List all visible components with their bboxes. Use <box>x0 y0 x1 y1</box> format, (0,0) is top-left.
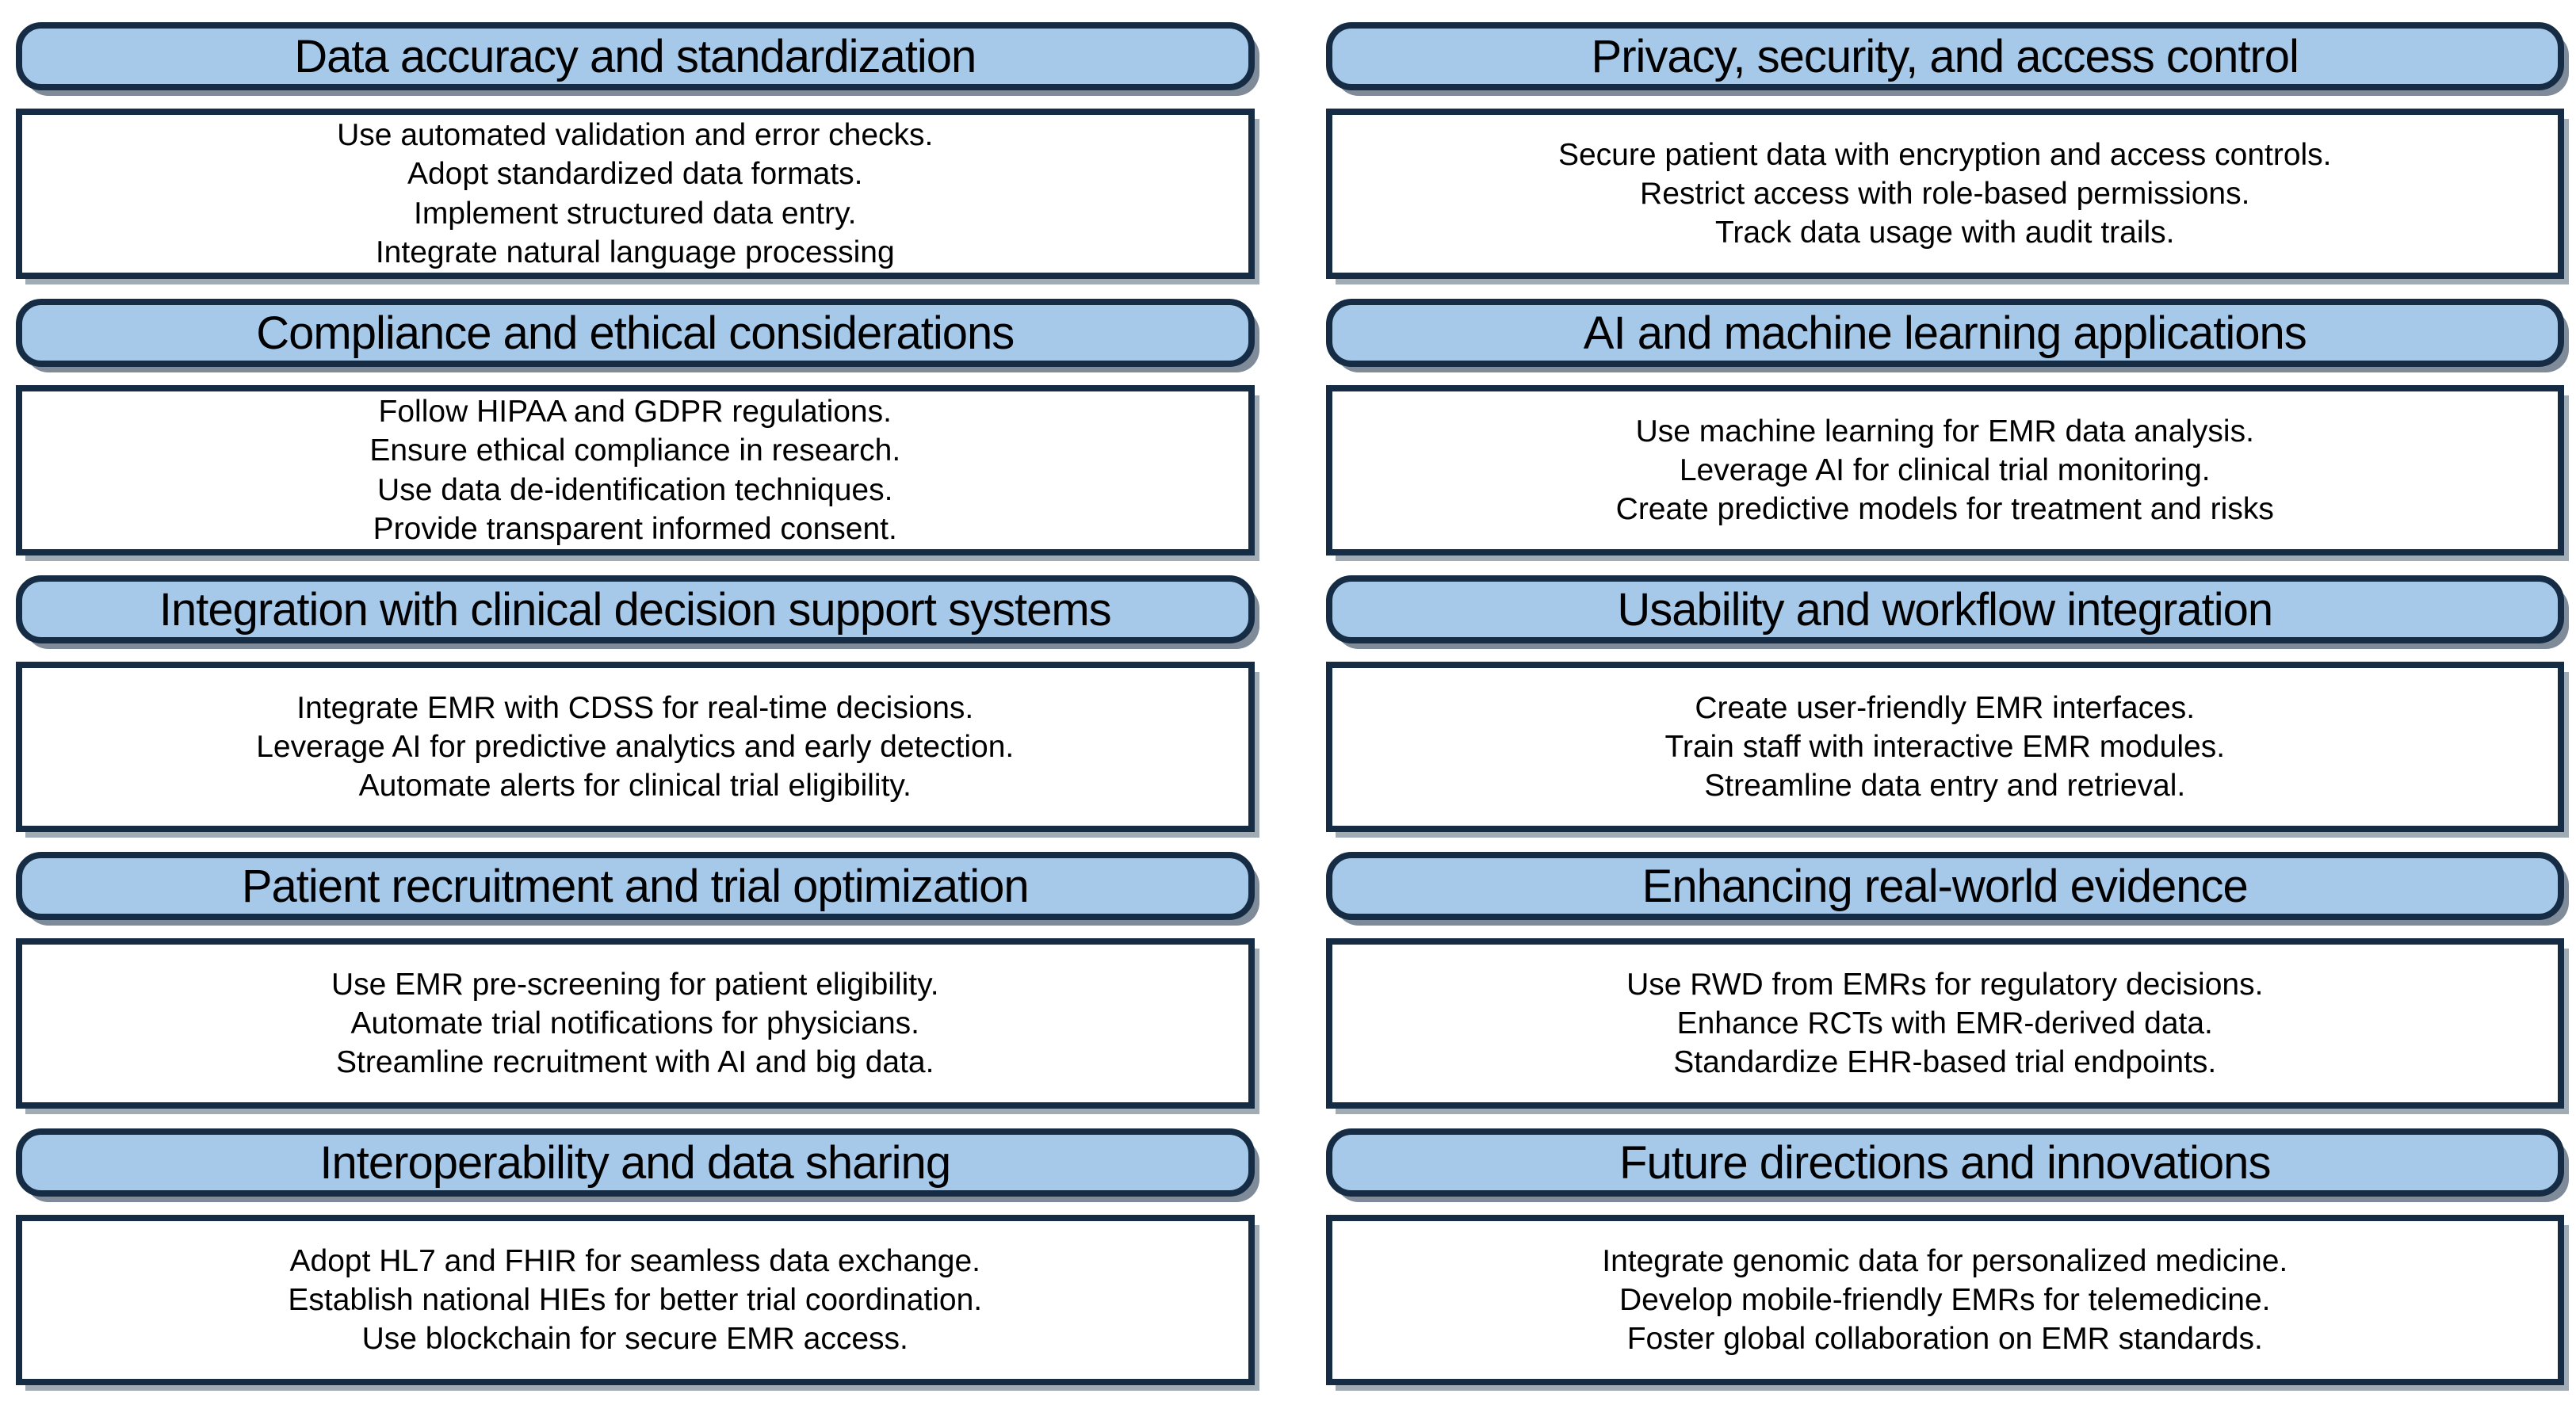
section-compliance-and-ethical-considerations: Compliance and ethical considerations Fo… <box>16 299 1255 556</box>
content-line: Foster global collaboration on EMR stand… <box>1626 1322 2263 1357</box>
content-line: Streamline data entry and retrieval. <box>1704 769 2186 804</box>
content-line: Restrict access with role-based permissi… <box>1640 176 2250 211</box>
section-content: Create user-friendly EMR interfaces. Tra… <box>1325 662 2564 832</box>
content-line: Use blockchain for secure EMR access. <box>361 1322 908 1357</box>
section-title: AI and machine learning applications <box>1583 307 2307 359</box>
section-patient-recruitment-and-trial-optimization: Patient recruitment and trial optimizati… <box>16 852 1255 1109</box>
content-line: Use automated validation and error check… <box>337 118 934 153</box>
section-title: Compliance and ethical considerations <box>256 307 1015 359</box>
content-line: Provide transparent informed consent. <box>373 511 897 546</box>
content-line: Standardize EHR-based trial endpoints. <box>1673 1045 2217 1080</box>
section-content: Use EMR pre-screening for patient eligib… <box>16 938 1255 1109</box>
section-header: Privacy, security, and access control <box>1325 22 2564 90</box>
section-header: Integration with clinical decision suppo… <box>16 575 1255 643</box>
section-future-directions-and-innovations: Future directions and innovations Integr… <box>1325 1128 2564 1385</box>
section-enhancing-real-world-evidence: Enhancing real-world evidence Use RWD fr… <box>1325 852 2564 1109</box>
content-line: Adopt HL7 and FHIR for seamless data exc… <box>289 1243 980 1278</box>
section-content: Integrate EMR with CDSS for real-time de… <box>16 662 1255 832</box>
content-line: Follow HIPAA and GDPR regulations. <box>378 395 892 430</box>
section-title: Future directions and innovations <box>1619 1136 2271 1189</box>
section-ai-and-machine-learning-applications: AI and machine learning applications Use… <box>1325 299 2564 556</box>
section-header: Patient recruitment and trial optimizati… <box>16 852 1255 920</box>
section-header: Compliance and ethical considerations <box>16 299 1255 367</box>
section-content: Use automated validation and error check… <box>16 109 1255 279</box>
content-line: Leverage AI for predictive analytics and… <box>256 729 1015 764</box>
section-content: Follow HIPAA and GDPR regulations. Ensur… <box>16 385 1255 556</box>
section-content: Use RWD from EMRs for regulatory decisio… <box>1325 938 2564 1109</box>
content-line: Adopt standardized data formats. <box>407 157 863 192</box>
content-line: Integrate natural language processing <box>375 235 895 269</box>
content-line: Automate trial notifications for physici… <box>350 1006 919 1040</box>
content-line: Enhance RCTs with EMR-derived data. <box>1676 1006 2213 1040</box>
content-line: Create predictive models for treatment a… <box>1615 492 2274 527</box>
content-line: Train staff with interactive EMR modules… <box>1664 729 2226 764</box>
section-title: Patient recruitment and trial optimizati… <box>241 860 1030 912</box>
content-line: Use RWD from EMRs for regulatory decisio… <box>1626 967 2264 1002</box>
content-line: Automate alerts for clinical trial eligi… <box>358 769 912 804</box>
section-title: Enhancing real-world evidence <box>1642 860 2249 912</box>
section-header: Usability and workflow integration <box>1325 575 2564 643</box>
section-title: Usability and workflow integration <box>1617 583 2273 636</box>
content-line: Leverage AI for clinical trial monitorin… <box>1679 452 2211 487</box>
section-interoperability-and-data-sharing: Interoperability and data sharing Adopt … <box>16 1128 1255 1385</box>
content-line: Ensure ethical compliance in research. <box>369 433 901 468</box>
section-usability-and-workflow-integration: Usability and workflow integration Creat… <box>1325 575 2564 832</box>
section-header: Data accuracy and standardization <box>16 22 1255 90</box>
section-header: Future directions and innovations <box>1325 1128 2564 1197</box>
section-data-accuracy-and-standardization: Data accuracy and standardization Use au… <box>16 22 1255 279</box>
section-title: Privacy, security, and access control <box>1591 30 2299 82</box>
section-privacy-security-access-control: Privacy, security, and access control Se… <box>1325 22 2564 279</box>
content-line: Use data de-identification techniques. <box>377 472 893 507</box>
section-content: Use machine learning for EMR data analys… <box>1325 385 2564 556</box>
content-line: Establish national HIEs for better trial… <box>288 1282 983 1317</box>
content-line: Integrate EMR with CDSS for real-time de… <box>296 690 974 725</box>
section-content: Secure patient data with encryption and … <box>1325 109 2564 279</box>
content-line: Secure patient data with encryption and … <box>1557 137 2332 172</box>
content-line: Track data usage with audit trails. <box>1715 216 2175 250</box>
section-title: Interoperability and data sharing <box>319 1136 951 1189</box>
section-header: Enhancing real-world evidence <box>1325 852 2564 920</box>
right-column: Privacy, security, and access control Se… <box>1325 22 2564 1405</box>
content-line: Develop mobile-friendly EMRs for telemed… <box>1619 1282 2271 1317</box>
section-header: Interoperability and data sharing <box>16 1128 1255 1197</box>
section-header: AI and machine learning applications <box>1325 299 2564 367</box>
section-title: Data accuracy and standardization <box>294 30 977 82</box>
content-line: Use EMR pre-screening for patient eligib… <box>331 967 939 1002</box>
section-integration-with-cdss: Integration with clinical decision suppo… <box>16 575 1255 832</box>
content-line: Streamline recruitment with AI and big d… <box>336 1045 934 1080</box>
section-content: Integrate genomic data for personalized … <box>1325 1215 2564 1385</box>
section-title: Integration with clinical decision suppo… <box>159 583 1112 636</box>
content-line: Use machine learning for EMR data analys… <box>1635 414 2254 449</box>
content-line: Implement structured data entry. <box>413 196 857 231</box>
content-line: Integrate genomic data for personalized … <box>1602 1243 2288 1278</box>
section-content: Adopt HL7 and FHIR for seamless data exc… <box>16 1215 1255 1385</box>
content-line: Create user-friendly EMR interfaces. <box>1695 690 2196 725</box>
left-column: Data accuracy and standardization Use au… <box>16 22 1255 1405</box>
